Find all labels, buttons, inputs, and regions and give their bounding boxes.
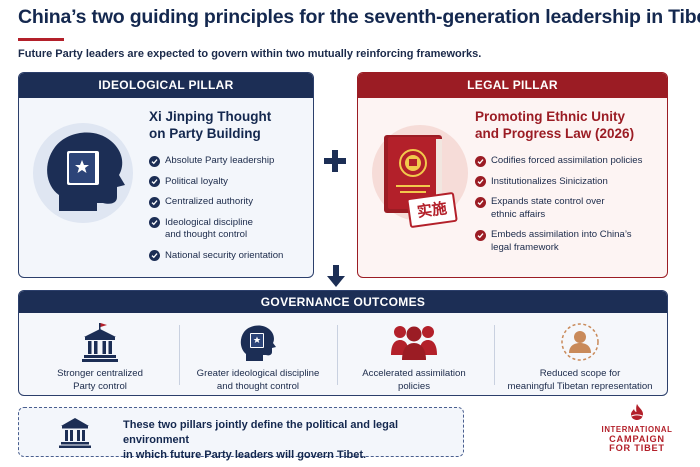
- list-item: Codifies forced assimilation policies: [475, 155, 663, 168]
- summary-text: These two pillars jointly define the pol…: [123, 419, 399, 461]
- check-icon: [149, 196, 160, 208]
- divider: [494, 325, 495, 385]
- divider: [179, 325, 180, 385]
- governance-outcomes-header: GOVERNANCE OUTCOMES: [19, 291, 667, 313]
- legal-pillar-list: Codifies forced assimilation policies In…: [475, 155, 663, 262]
- head-book-icon: [183, 321, 333, 363]
- summary-callout: These two pillars jointly define the pol…: [18, 407, 464, 461]
- list-item: National security orientation: [149, 250, 309, 263]
- check-icon: [149, 250, 160, 261]
- page-title: China’s two guiding principles for the s…: [18, 6, 700, 28]
- check-icon: [475, 155, 486, 167]
- ideological-pillar-panel: IDEOLOGICAL PILLAR Xi Jinping Thought on…: [18, 72, 314, 278]
- ideological-pillar-header: IDEOLOGICAL PILLAR: [19, 73, 313, 98]
- ideological-pillar-title: Xi Jinping Thought on Party Building: [149, 109, 272, 141]
- governance-outcomes-panel: GOVERNANCE OUTCOMES Stronger centralized…: [18, 290, 668, 396]
- legal-pillar-title: Promoting Ethnic Unity and Progress Law …: [475, 109, 635, 141]
- flame-icon: [631, 404, 643, 420]
- plus-icon: [322, 148, 348, 174]
- check-icon: [475, 229, 486, 241]
- people-group-icon: [339, 321, 489, 363]
- person-icon: [497, 321, 663, 363]
- down-arrow-icon: [327, 265, 345, 287]
- check-icon: [149, 217, 160, 228]
- government-building-icon: [59, 416, 91, 453]
- check-icon: [149, 155, 160, 167]
- list-item: Centralized authority: [149, 196, 309, 209]
- legal-pillar-header: LEGAL PILLAR: [358, 73, 667, 98]
- list-item: Political loyalty: [149, 176, 309, 189]
- head-book-icon: [31, 115, 135, 240]
- list-item: Institutionalizes Sinicization: [475, 176, 663, 189]
- check-icon: [149, 176, 160, 187]
- page-subtitle: Future Party leaders are expected to gov…: [18, 48, 482, 60]
- government-building-icon: [25, 321, 175, 363]
- check-icon: [475, 196, 486, 208]
- divider: [337, 325, 338, 385]
- ideological-pillar-list: Absolute Party leadership Political loya…: [149, 155, 309, 270]
- ict-logo: INTERNATIONAL CAMPAIGN FOR TIBET: [596, 404, 678, 454]
- list-item: Absolute Party leadership: [149, 155, 309, 168]
- title-underline: [18, 38, 64, 41]
- legal-pillar-panel: LEGAL PILLAR 实施 Promoting Ethnic Unity a…: [357, 72, 668, 278]
- check-icon: [475, 176, 486, 187]
